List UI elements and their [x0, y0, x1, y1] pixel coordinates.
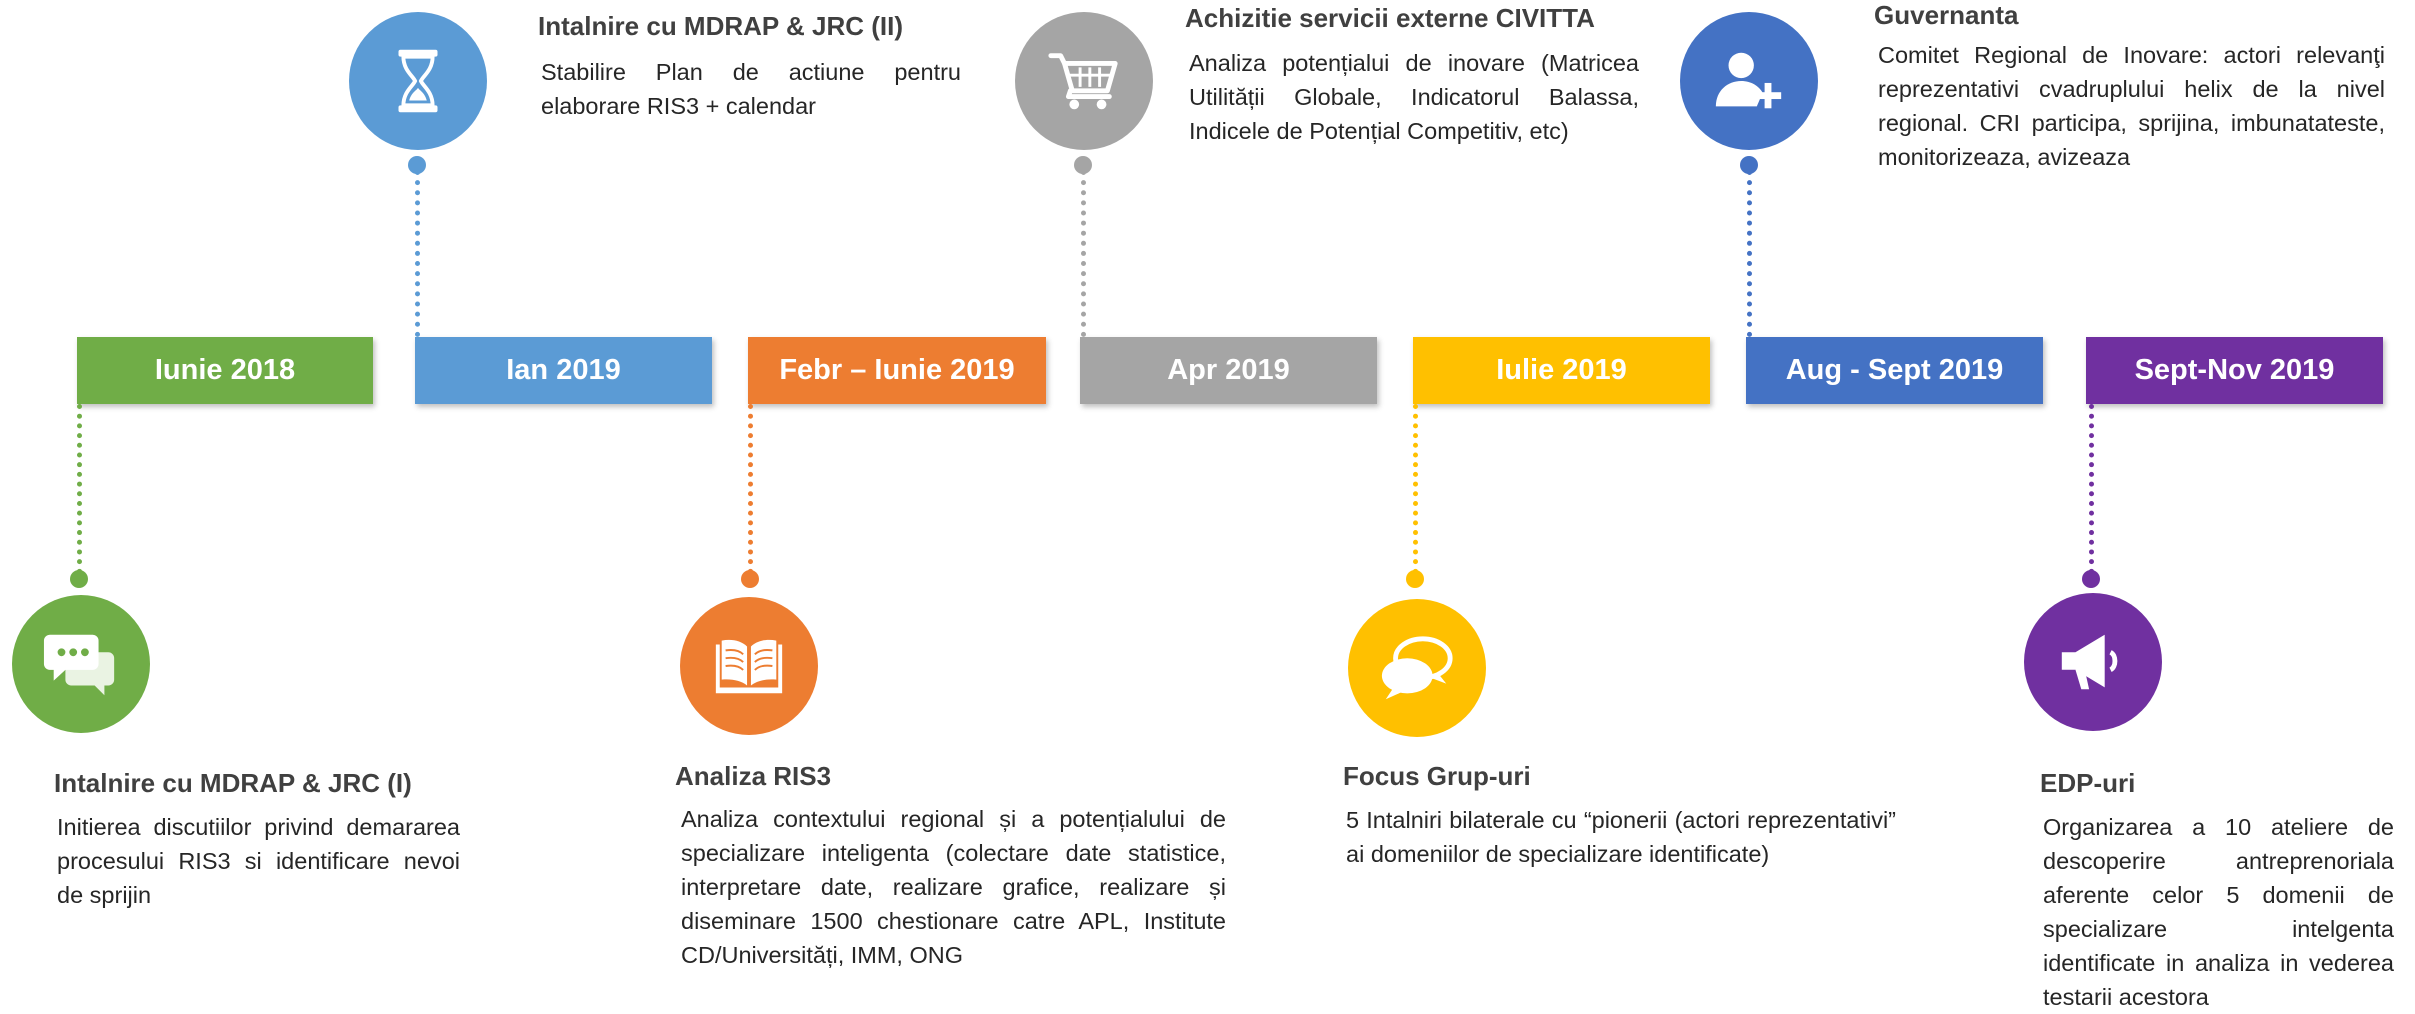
chat-circle [12, 595, 150, 733]
shopping-cart-icon [1048, 53, 1118, 110]
milestone-description: Analiza potențialui de inovare (Matricea… [1189, 50, 1639, 144]
edp-circle [2024, 593, 2162, 731]
date-bar-iunie-2018: Iunie 2018 [77, 337, 373, 404]
chat-bubbles-icon [43, 634, 115, 696]
milestone-title: EDP-uri [2040, 768, 2136, 798]
connector-line [77, 404, 82, 574]
date-label: Aug - Sept 2019 [1785, 354, 2004, 386]
date-bar-apr-2019: Apr 2019 [1080, 337, 1377, 404]
megaphone-icon [2061, 634, 2118, 690]
connector-dot [408, 156, 426, 174]
hourglass-icon [398, 49, 438, 113]
connector-dot [741, 570, 759, 588]
connector-dot [1406, 570, 1424, 588]
date-label: Sept-Nov 2019 [2134, 354, 2335, 386]
date-bar-iulie-2019: Iulie 2019 [1413, 337, 1710, 404]
date-label: Apr 2019 [1167, 354, 1290, 386]
connector-line [2089, 404, 2094, 574]
date-label: Iunie 2018 [154, 354, 296, 386]
connector-line [1413, 404, 1418, 574]
milestone-title: Intalnire cu MDRAP & JRC (I) [54, 768, 412, 798]
date-bar-ian-2019: Ian 2019 [415, 337, 712, 404]
governance-circle [1680, 12, 1818, 150]
book-circle [680, 597, 818, 735]
milestone-title: Analiza RIS3 [675, 761, 832, 791]
milestone-description: Organizarea a 10 ateliere de descoperire… [2043, 814, 2394, 1010]
connector-dot [1074, 156, 1092, 174]
date-label: Iulie 2019 [1496, 354, 1627, 386]
date-bar-sept-nov-2019: Sept-Nov 2019 [2086, 337, 2383, 404]
connector-line [1747, 170, 1752, 337]
milestone-description: 5 Intalniri bilaterale cu “pionerii (act… [1346, 807, 1896, 867]
milestone-title: Intalnire cu MDRAP & JRC (II) [538, 11, 904, 41]
connector-line [748, 404, 753, 574]
add-user-icon [1715, 52, 1782, 109]
date-bar-aug-sept-2019: Aug - Sept 2019 [1746, 337, 2043, 404]
date-label: Febr – Iunie 2019 [779, 354, 1015, 386]
milestone-title: Focus Grup-uri [1343, 761, 1531, 791]
focus-group-circle [1348, 599, 1486, 737]
connector-dot [1740, 156, 1758, 174]
hourglass-circle [349, 12, 487, 150]
connector-dot [70, 570, 88, 588]
date-bar-febr-iunie-2019: Febr – Iunie 2019 [748, 337, 1046, 404]
speech-bubbles-icon [1381, 636, 1453, 700]
milestone-title: Achizitie servicii externe CIVITTA [1185, 3, 1595, 33]
milestone-description: Initierea discutiilor privind demararea … [57, 814, 460, 908]
connector-dot [2082, 570, 2100, 588]
milestone-description: Comitet Regional de Inovare: actori rele… [1878, 42, 2385, 170]
milestone-description: Analiza contextului regional și a potenț… [681, 806, 1226, 968]
connector-line [415, 170, 420, 337]
date-label: Ian 2019 [506, 354, 621, 386]
cart-circle [1015, 12, 1153, 150]
connector-line [1081, 170, 1086, 337]
milestone-title: Guvernanta [1874, 0, 2019, 30]
milestone-description: Stabilire Plan de actiune pentru elabora… [541, 59, 961, 119]
open-book-icon [715, 639, 783, 694]
